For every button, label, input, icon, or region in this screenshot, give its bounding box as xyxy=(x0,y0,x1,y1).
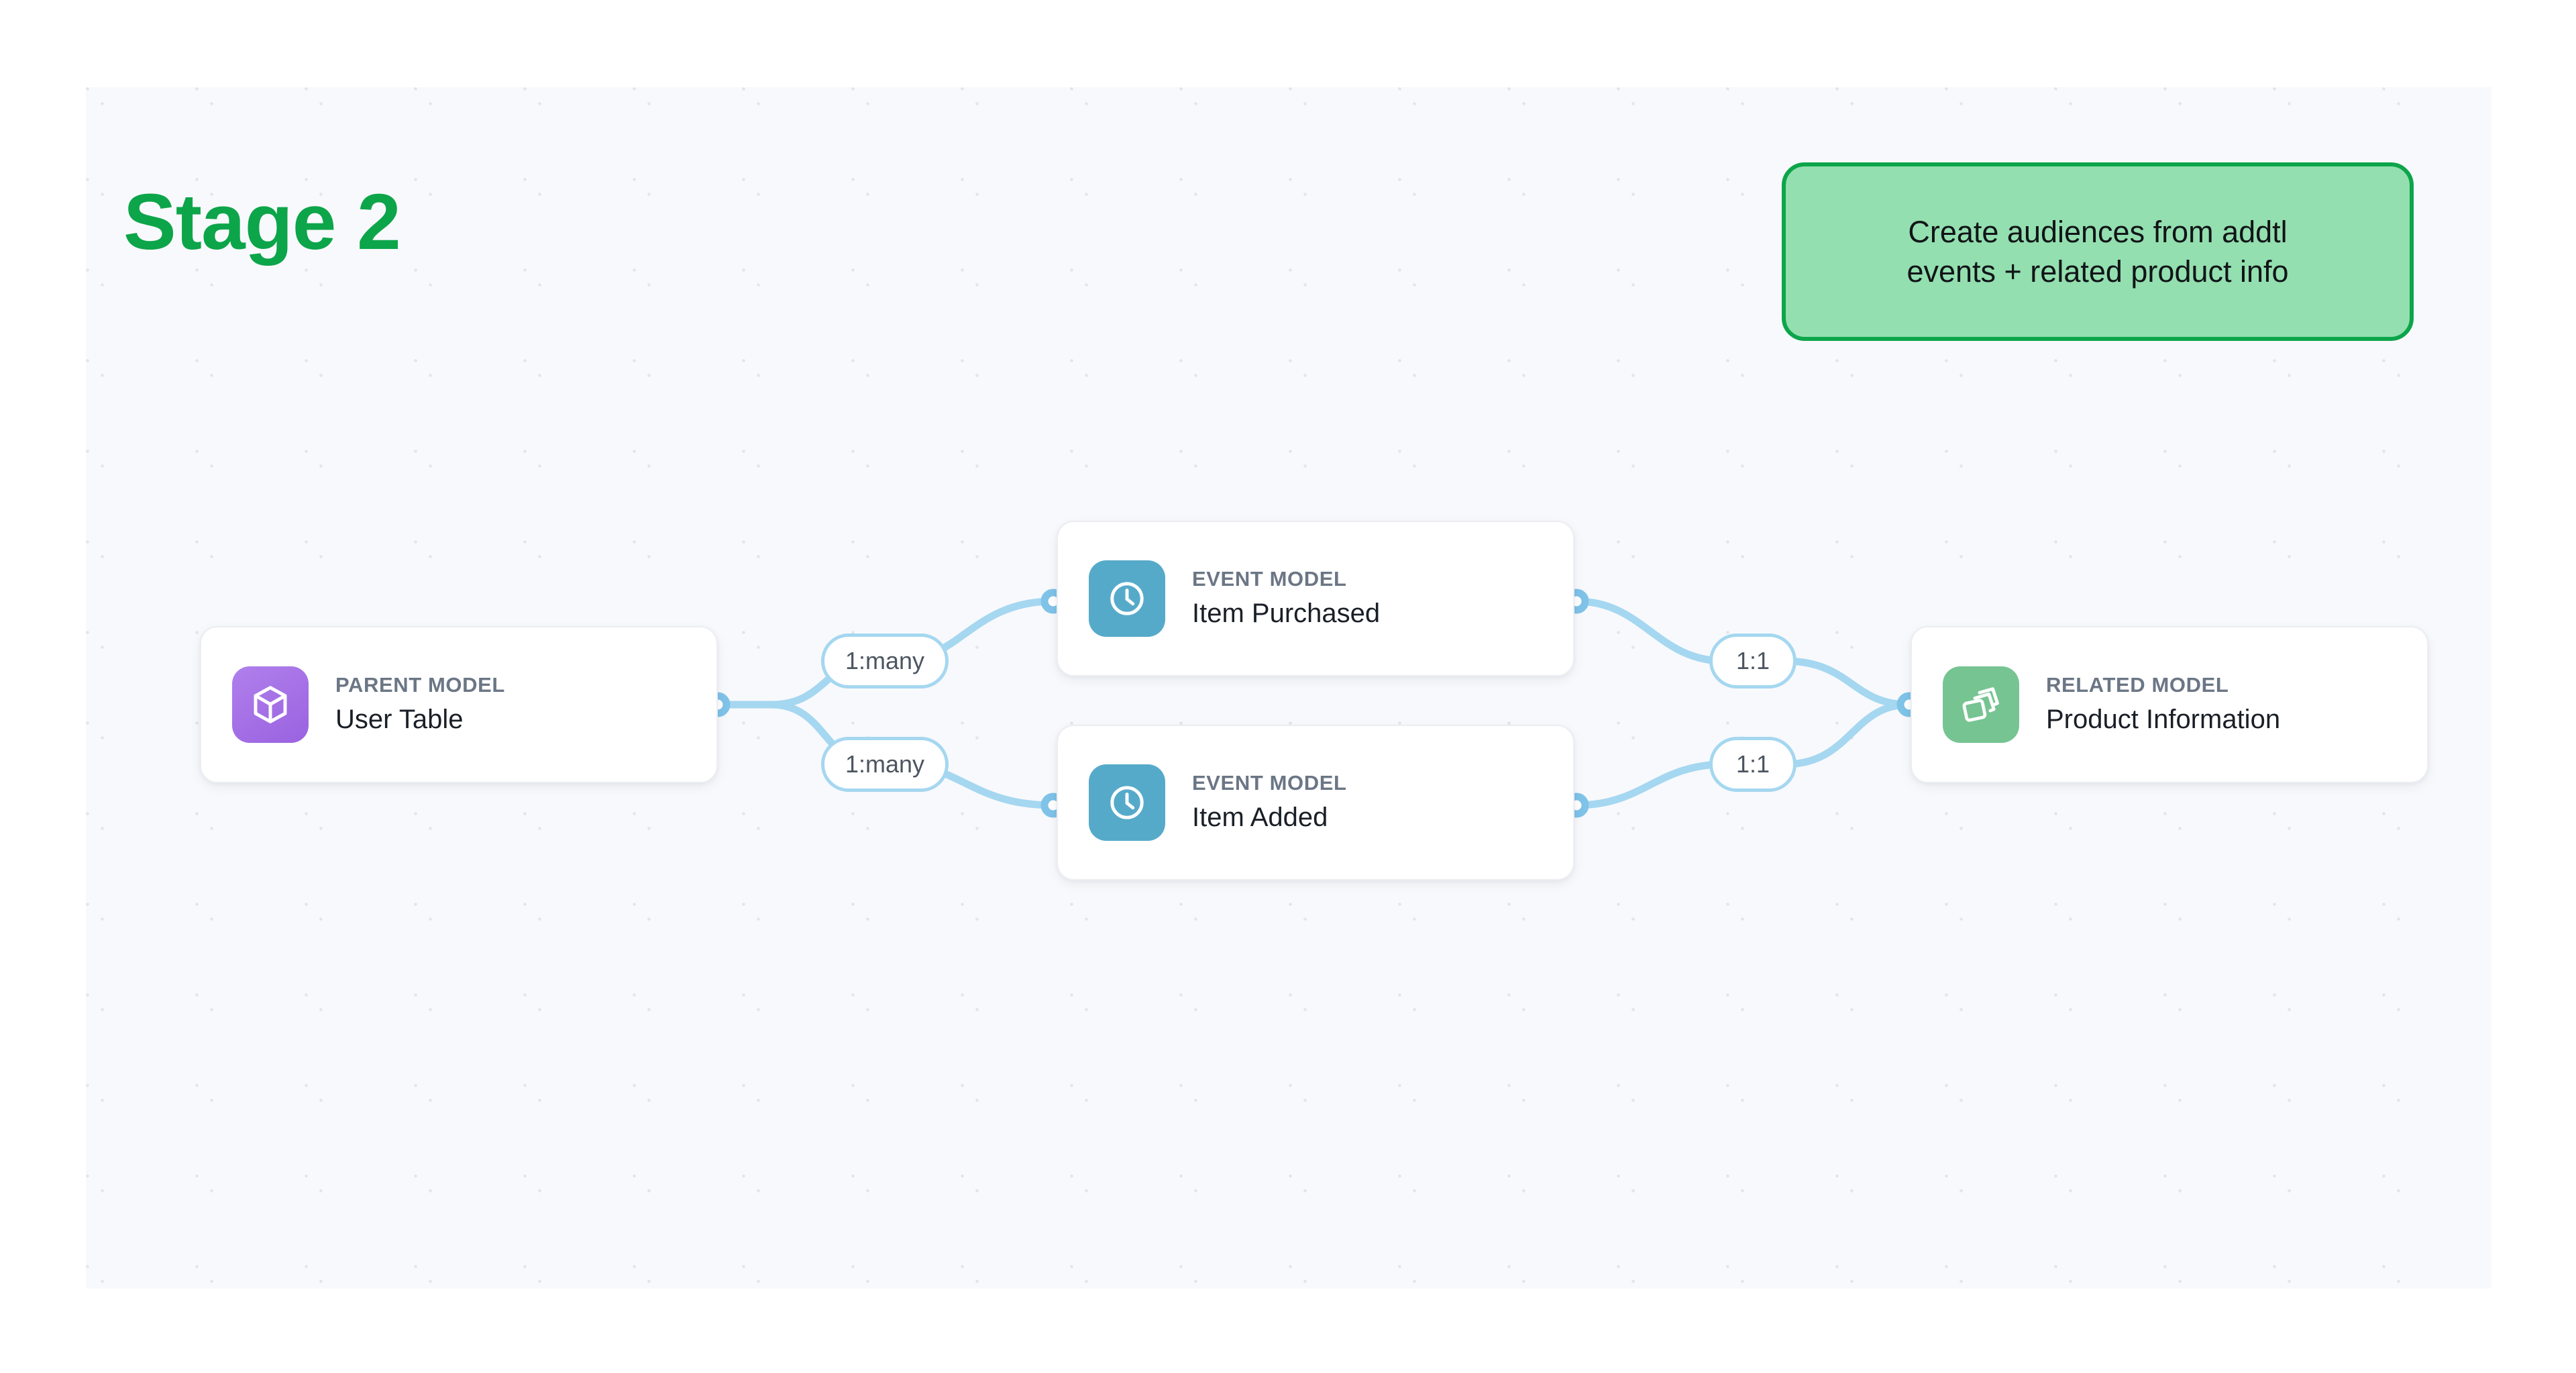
cube-icon xyxy=(232,666,309,743)
node-related-model[interactable]: RELATED MODEL Product Information xyxy=(1911,626,2428,783)
node-kicker: EVENT MODEL xyxy=(1192,770,1347,795)
node-title: Item Added xyxy=(1192,803,1328,833)
clock-icon xyxy=(1089,764,1165,841)
node-title: Product Information xyxy=(2046,705,2281,735)
node-text-block: EVENT MODEL Item Added xyxy=(1192,770,1347,835)
node-text-block: PARENT MODEL User Table xyxy=(335,672,505,738)
node-event-model-item-purchased[interactable]: EVENT MODEL Item Purchased xyxy=(1057,521,1574,676)
relationship-label-1[interactable]: 1:many xyxy=(821,633,949,689)
layers-icon xyxy=(1943,666,2019,743)
node-text-block: RELATED MODEL Product Information xyxy=(2046,672,2280,738)
node-event-model-item-added[interactable]: EVENT MODEL Item Added xyxy=(1057,725,1574,880)
node-text-block: EVENT MODEL Item Purchased xyxy=(1192,566,1380,631)
relationship-label-3[interactable]: 1:1 xyxy=(1709,633,1796,689)
node-kicker: RELATED MODEL xyxy=(2046,672,2229,697)
node-parent-model[interactable]: PARENT MODEL User Table xyxy=(200,626,718,783)
node-kicker: EVENT MODEL xyxy=(1192,566,1347,591)
page-title: Stage 2 xyxy=(123,178,401,266)
clock-icon xyxy=(1089,560,1165,637)
node-title: Item Purchased xyxy=(1192,599,1381,629)
node-title: User Table xyxy=(335,705,464,735)
relationship-label-2[interactable]: 1:many xyxy=(821,737,949,792)
callout-text: Create audiences from addtl events + rel… xyxy=(1907,214,2289,289)
node-kicker: PARENT MODEL xyxy=(335,672,505,697)
callout-box: Create audiences from addtl events + rel… xyxy=(1782,162,2414,341)
relationship-label-4[interactable]: 1:1 xyxy=(1709,737,1796,792)
